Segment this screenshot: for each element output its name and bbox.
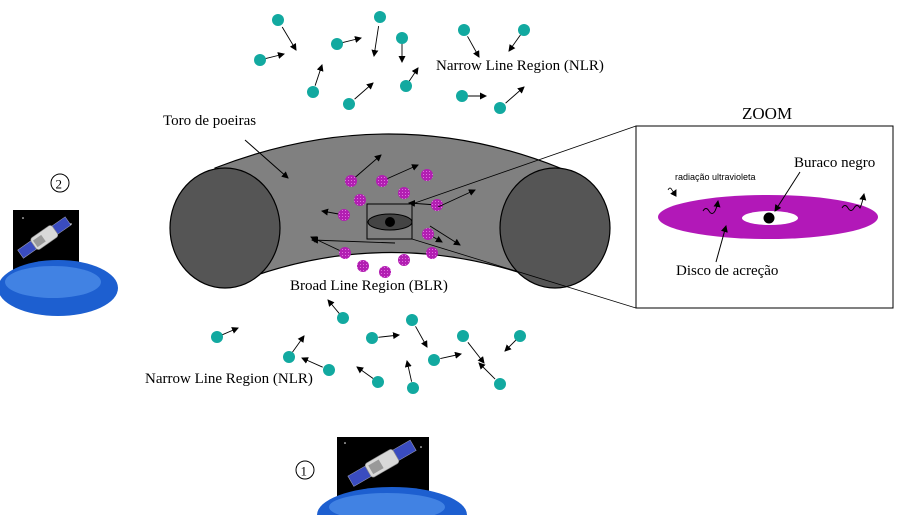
blr-cloud bbox=[408, 199, 443, 211]
accretion-disk-label: Disco de acreção bbox=[676, 263, 778, 279]
blr-cloud bbox=[421, 169, 433, 181]
blr-clouds bbox=[310, 154, 476, 278]
nlr-cloud bbox=[283, 335, 305, 363]
uv-wave-top-left bbox=[667, 187, 677, 197]
observer-2-number: 2 bbox=[56, 177, 63, 192]
blr-cloud bbox=[321, 208, 350, 221]
blr-cloud bbox=[379, 266, 391, 278]
small-black-hole bbox=[385, 217, 395, 227]
nlr-cloud bbox=[428, 351, 462, 366]
nlr-clouds bbox=[211, 11, 530, 394]
observer-1-marker bbox=[295, 460, 315, 480]
observer-2-marker bbox=[50, 173, 70, 193]
blr-cloud bbox=[345, 154, 382, 187]
nlr-cloud bbox=[494, 86, 525, 114]
torus-left-end bbox=[169, 167, 281, 289]
dust-torus bbox=[169, 133, 611, 289]
nlr-cloud bbox=[327, 299, 349, 324]
black-hole-label: Buraco negro bbox=[794, 155, 875, 171]
blr-cloud bbox=[398, 187, 410, 199]
nlr-cloud bbox=[371, 11, 386, 57]
nlr-cloud bbox=[343, 82, 374, 110]
nlr-cloud bbox=[254, 52, 285, 66]
nlr-cloud bbox=[301, 357, 335, 376]
blr-cloud bbox=[376, 164, 419, 187]
black-hole bbox=[763, 212, 775, 224]
nlr-cloud bbox=[396, 32, 408, 63]
nlr-cloud bbox=[356, 366, 384, 388]
nlr-cloud bbox=[366, 332, 400, 344]
blr-cloud bbox=[398, 254, 410, 266]
observer-1-number: 1 bbox=[301, 464, 308, 479]
satellite-icon bbox=[0, 210, 118, 316]
blr-outflow-arrow bbox=[429, 225, 461, 246]
disk-pointer bbox=[715, 225, 728, 263]
nlr-cloud bbox=[504, 330, 526, 352]
observer-1: 1 bbox=[295, 437, 467, 520]
blr-cloud bbox=[422, 228, 443, 243]
blr-cloud bbox=[357, 260, 369, 272]
nlr-cloud bbox=[457, 330, 485, 364]
uv-wave-right bbox=[841, 193, 867, 211]
torus-right-end bbox=[499, 167, 611, 289]
blr-cloud bbox=[354, 194, 366, 206]
torus-label-pointer bbox=[244, 139, 289, 179]
nlr-cloud bbox=[400, 67, 419, 92]
nlr-cloud bbox=[272, 14, 297, 51]
uv-wave-left bbox=[702, 200, 721, 214]
nlr-cloud bbox=[406, 314, 428, 348]
nlr-bottom-label: Narrow Line Region (NLR) bbox=[145, 371, 313, 387]
nlr-cloud bbox=[331, 36, 362, 50]
nlr-cloud bbox=[404, 360, 419, 394]
nlr-cloud bbox=[211, 327, 239, 343]
satellite-icon bbox=[317, 437, 467, 520]
zoom-connector-bottom bbox=[411, 238, 637, 309]
nlr-cloud bbox=[478, 362, 506, 390]
zoom-connector-top bbox=[411, 125, 637, 205]
zoom-panel: ZOOM Buraco negro radiação ultravioleta … bbox=[635, 104, 894, 309]
nlr-top-label: Narrow Line Region (NLR) bbox=[436, 58, 604, 74]
blr-cloud bbox=[426, 247, 438, 259]
nlr-cloud bbox=[456, 90, 487, 102]
blr-label: Broad Line Region (BLR) bbox=[290, 278, 448, 294]
observer-2: 2 bbox=[0, 173, 118, 316]
zoom-title: ZOOM bbox=[742, 104, 792, 123]
black-hole-pointer bbox=[774, 171, 801, 212]
nlr-cloud bbox=[508, 24, 530, 52]
blr-outflow-arrow bbox=[437, 189, 476, 208]
torus-label: Toro de poeiras bbox=[163, 113, 256, 129]
nlr-cloud bbox=[458, 24, 480, 58]
nlr-cloud bbox=[307, 64, 324, 98]
central-engine bbox=[366, 125, 637, 309]
blr-outflow-arrow bbox=[311, 236, 396, 244]
uv-radiation-label: radiação ultravioleta bbox=[675, 172, 756, 182]
